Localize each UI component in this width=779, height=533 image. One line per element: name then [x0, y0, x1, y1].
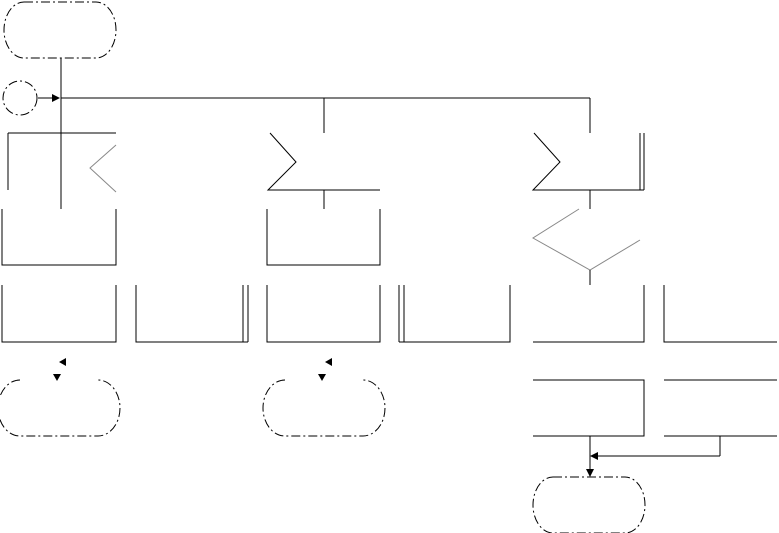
process-box-2a: [266, 209, 381, 266]
process-box-1a: [1, 209, 117, 266]
decision-diamond: [532, 208, 641, 285]
process-box-3a: [533, 285, 645, 343]
arrow-markers-2: [318, 358, 332, 381]
merge-connector: [586, 436, 721, 477]
branch-3-header: [531, 132, 645, 209]
process-box-3b: [663, 285, 777, 343]
branch-2-header: [266, 132, 380, 209]
end-terminator-3: [532, 476, 646, 533]
arrow-markers-1: [53, 358, 66, 381]
process-box-3d: [664, 379, 777, 437]
process-box-1b: [1, 285, 117, 343]
process-box-2c: [398, 285, 511, 343]
end-terminator-1: [0, 379, 121, 437]
main-connector-lines: [60, 58, 591, 133]
start-terminator: [3, 1, 117, 59]
end-terminator-2: [262, 379, 386, 437]
connector-circle: [2, 80, 60, 116]
process-box-2b: [266, 285, 381, 343]
process-box-3c: [533, 379, 645, 437]
process-box-1c: [135, 285, 249, 343]
branch-1-header: [7, 132, 117, 209]
